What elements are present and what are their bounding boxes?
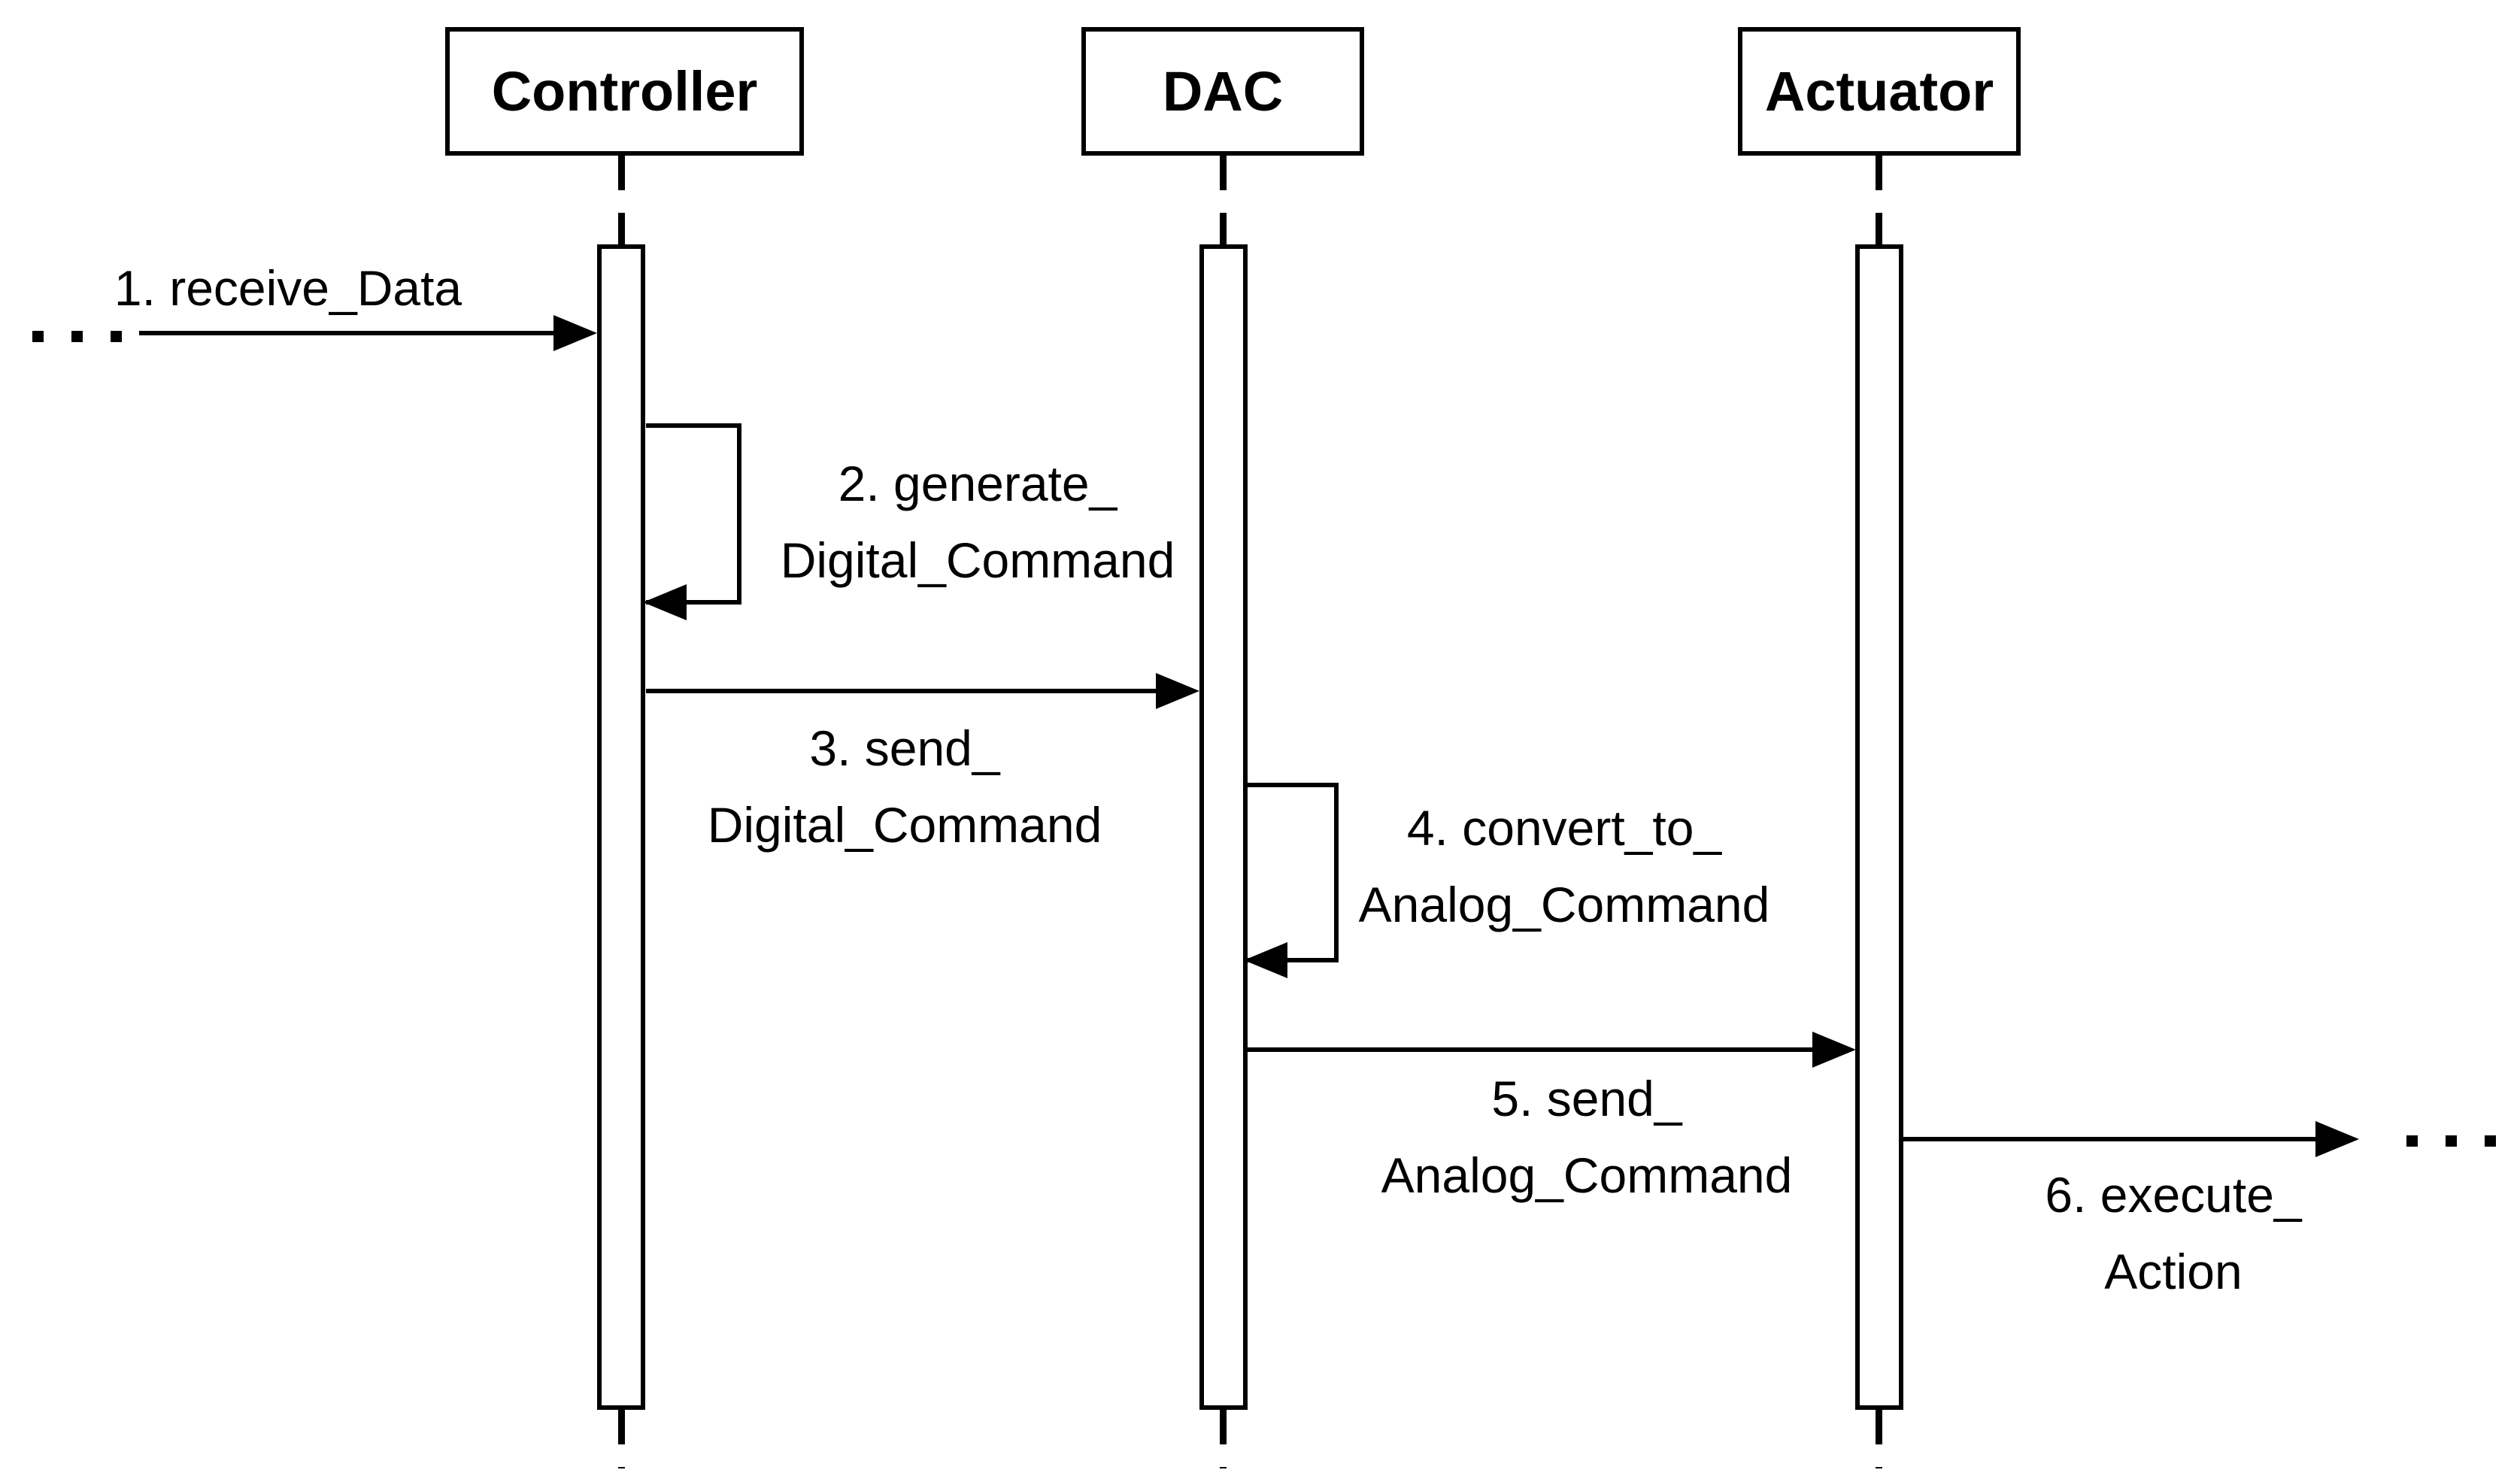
message-label-6: 6. execute_ Action	[2045, 1167, 2302, 1299]
self-message-loop-2-generate-digital-command	[643, 423, 741, 620]
participant-label-dac: DAC	[1162, 60, 1284, 123]
activation-bar-actuator	[1855, 244, 1903, 1410]
participant-box-dac: DAC	[1081, 27, 1364, 156]
message-label-2: 2. generate_ Digital_Command	[780, 456, 1175, 588]
lifeline-controller-upper	[618, 156, 625, 246]
message-arrow-5-send-analog-command	[1247, 1032, 1856, 1068]
activation-bar-dac	[1199, 244, 1248, 1410]
self-message-loop-4-convert-to-analog-command	[1244, 783, 1339, 978]
lifeline-controller-lower	[618, 1410, 625, 1468]
lifeline-dac-lower	[1220, 1410, 1227, 1468]
participant-box-controller: Controller	[445, 27, 804, 156]
participant-box-actuator: Actuator	[1738, 27, 2021, 156]
message-label-4: 4. convert_to_ Analog_Command	[1358, 800, 1770, 932]
dot	[71, 331, 83, 342]
dot	[111, 331, 122, 342]
ellipsis-left	[32, 331, 123, 343]
dot	[32, 331, 44, 342]
message-label-5: 5. send_ Analog_Command	[1381, 1071, 1793, 1203]
dot	[2446, 1135, 2457, 1147]
dot	[2485, 1135, 2496, 1147]
message-arrow-6-execute-action	[1903, 1121, 2359, 1157]
lifeline-dac-upper	[1220, 156, 1227, 246]
lifeline-actuator-upper	[1876, 156, 1882, 246]
participant-label-controller: Controller	[491, 60, 758, 123]
message-label-3: 3. send_ Digital_Command	[707, 720, 1102, 853]
ellipsis-right	[2406, 1135, 2497, 1147]
activation-bar-controller	[597, 244, 645, 1410]
message-label-1: 1. receive_Data	[114, 260, 462, 316]
message-arrow-1-receive-data	[139, 315, 597, 351]
dot	[2406, 1135, 2418, 1147]
message-arrow-3-send-digital-command	[646, 673, 1199, 709]
lifeline-actuator-lower	[1876, 1410, 1882, 1468]
participant-label-actuator: Actuator	[1764, 60, 1994, 123]
